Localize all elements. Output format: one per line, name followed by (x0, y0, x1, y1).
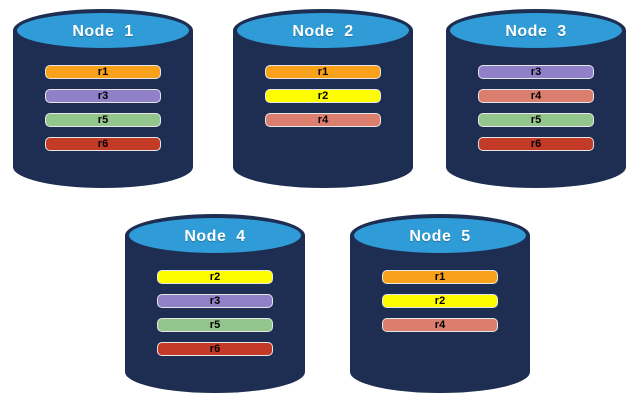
db-node-1: Node 1 r1 r3 r5 r6 (13, 9, 193, 188)
cylinder-body (125, 235, 305, 393)
replica-list: r2 r3 r5 r6 (125, 270, 305, 356)
db-node-2: Node 2 r1 r2 r4 (233, 9, 413, 188)
replica-bar: r2 (382, 294, 498, 308)
cylinder-top: Node 4 (125, 214, 305, 257)
replica-list: r1 r2 r4 (350, 270, 530, 332)
replica-bar: r2 (157, 270, 273, 284)
replica-bar: r1 (382, 270, 498, 284)
cylinder-top: Node 2 (233, 9, 413, 52)
cylinder-top: Node 3 (446, 9, 626, 52)
replica-list: r1 r3 r5 r6 (13, 65, 193, 151)
replica-bar: r6 (157, 342, 273, 356)
node-title: Node 2 (292, 22, 354, 40)
replica-bar: r4 (265, 113, 381, 127)
replica-bar: r3 (478, 65, 594, 79)
replica-bar: r1 (45, 65, 161, 79)
node-title: Node 5 (409, 227, 471, 245)
cylinder-body (13, 30, 193, 188)
cylinder-body (446, 30, 626, 188)
replica-bar: r6 (478, 137, 594, 151)
replica-bar: r2 (265, 89, 381, 103)
replica-bar: r4 (382, 318, 498, 332)
db-node-5: Node 5 r1 r2 r4 (350, 214, 530, 393)
cylinder-body (233, 30, 413, 188)
cylinder-top: Node 1 (13, 9, 193, 52)
cylinder-body (350, 235, 530, 393)
replica-bar: r5 (45, 113, 161, 127)
db-node-4: Node 4 r2 r3 r5 r6 (125, 214, 305, 393)
replica-bar: r5 (157, 318, 273, 332)
replica-bar: r3 (157, 294, 273, 308)
cylinder-top: Node 5 (350, 214, 530, 257)
db-node-3: Node 3 r3 r4 r5 r6 (446, 9, 626, 188)
replica-bar: r3 (45, 89, 161, 103)
node-title: Node 1 (72, 22, 134, 40)
replica-bar: r5 (478, 113, 594, 127)
replica-list: r3 r4 r5 r6 (446, 65, 626, 151)
replica-bar: r1 (265, 65, 381, 79)
node-title: Node 4 (184, 227, 246, 245)
node-title: Node 3 (505, 22, 567, 40)
replica-bar: r6 (45, 137, 161, 151)
replica-list: r1 r2 r4 (233, 65, 413, 127)
replica-bar: r4 (478, 89, 594, 103)
